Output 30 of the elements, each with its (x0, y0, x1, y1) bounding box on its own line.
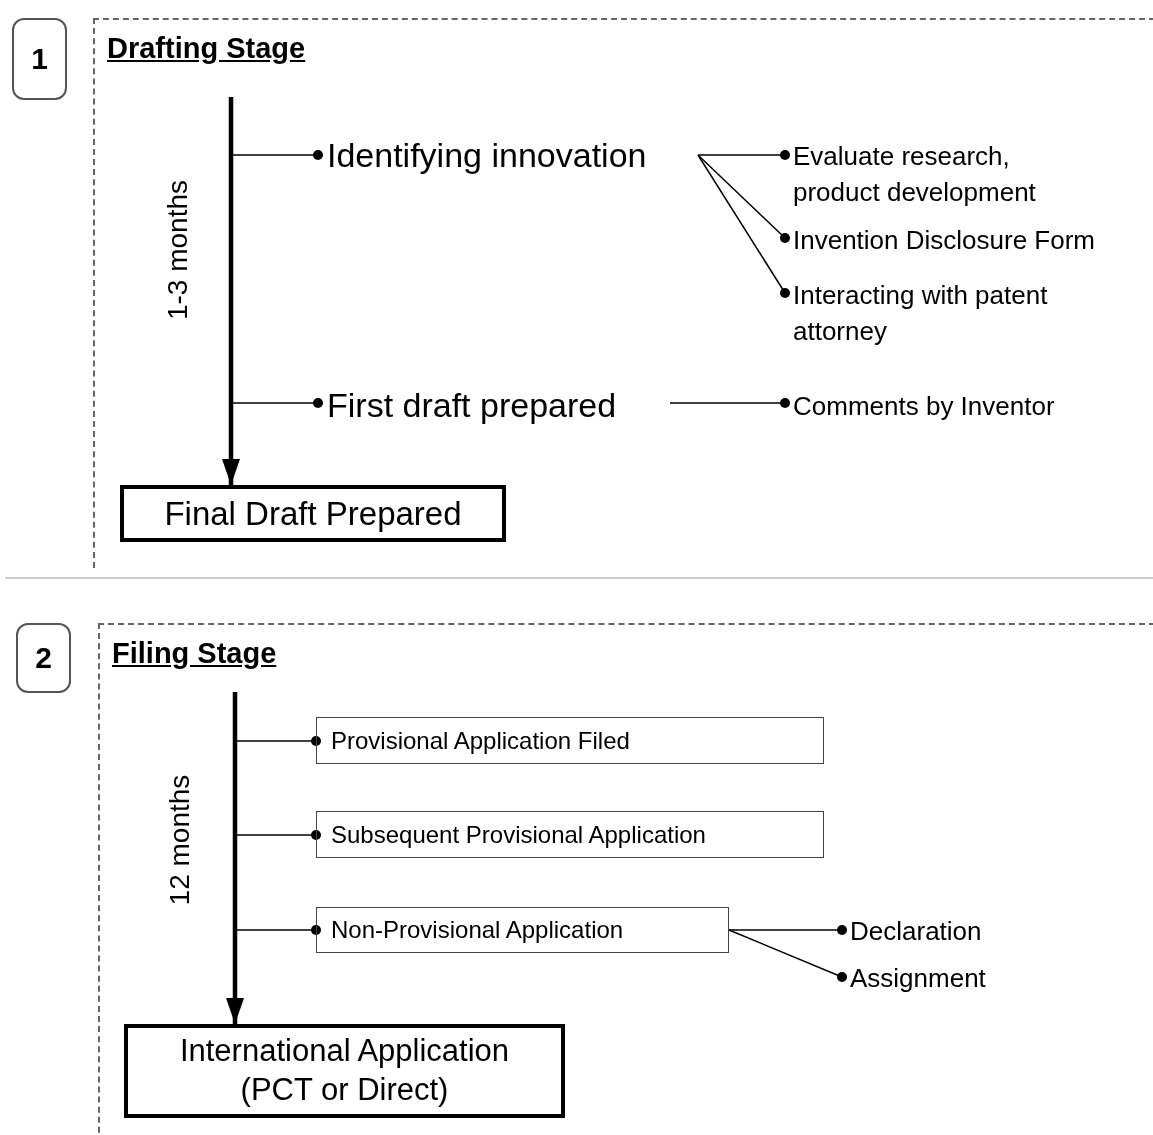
stage-heading: Drafting Stage (107, 32, 306, 65)
step-number-box: 1 (12, 18, 67, 100)
connector-line (697, 154, 790, 298)
connector-line (234, 736, 321, 746)
connector-line (669, 398, 790, 408)
sub-step-text: Declaration (842, 913, 1042, 950)
milestone-box: Final Draft Prepared (120, 485, 506, 542)
sub-step-text: Evaluate research, product development (785, 138, 1075, 218)
step-box: Non-Provisional Application (316, 907, 729, 953)
connector-line (234, 830, 321, 840)
connector-line (697, 154, 790, 243)
step-text: Identifying innovation (318, 130, 698, 180)
stage-heading: Filing Stage (112, 637, 277, 670)
connector-line (234, 925, 321, 935)
connector-line (697, 150, 790, 160)
step-box: Subsequent Provisional Application (316, 811, 824, 858)
sub-step-text: Interacting with patent attorney (785, 277, 1075, 357)
step-box: Provisional Application Filed (316, 717, 824, 764)
step-number-box: 2 (16, 623, 71, 693)
sub-step-text: Invention Disclosure Form (785, 222, 1145, 259)
step-text: First draft prepared (318, 380, 670, 430)
connector-line (728, 925, 847, 935)
timeline-arrow (226, 692, 244, 1024)
connector-line (728, 929, 847, 982)
milestone-box: International Application (PCT or Direct) (124, 1024, 565, 1118)
sub-step-text: Comments by Inventor (785, 388, 1125, 425)
sub-step-text: Assignment (842, 960, 1042, 997)
connector-line (230, 398, 323, 408)
connector-line (230, 150, 323, 160)
timeline-arrow (222, 97, 240, 485)
